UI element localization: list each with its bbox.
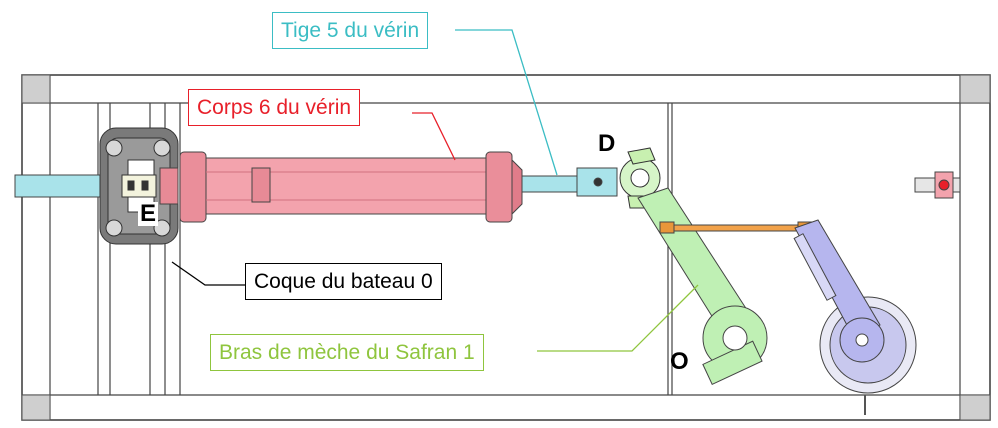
pulley-assembly	[793, 219, 917, 415]
leader-tige	[455, 29, 558, 176]
label-bras: Bras de mèche du Safran 1	[210, 334, 484, 371]
leader-coque	[171, 261, 247, 286]
cylinder-body	[159, 151, 523, 223]
hull-corner-blocks	[21, 74, 991, 421]
leader-corps	[412, 112, 456, 161]
piston-rod	[521, 167, 618, 197]
leader-lines	[171, 29, 699, 352]
label-corps: Corps 6 du vérin	[188, 89, 361, 126]
right-fitting	[914, 171, 961, 199]
point-d-label: D	[598, 130, 616, 157]
left-rod-extension	[14, 174, 111, 198]
label-tige: Tige 5 du vérin	[272, 12, 429, 49]
hull-frame	[21, 74, 991, 421]
point-e-label: E	[138, 200, 159, 227]
joint-d	[619, 147, 661, 209]
leader-bras	[537, 284, 699, 352]
point-o-label: O	[670, 348, 689, 375]
label-coque: Coque du bateau 0	[245, 263, 442, 300]
rudder-arm	[637, 187, 768, 386]
